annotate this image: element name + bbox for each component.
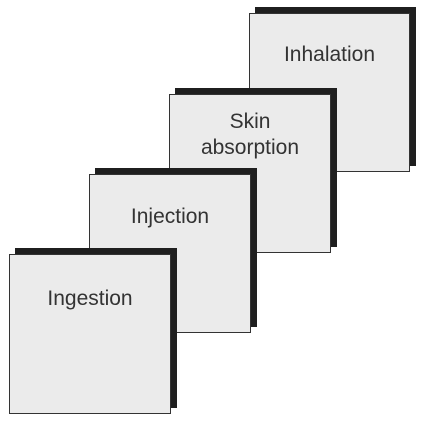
- card-label-inhalation: Inhalation: [283, 43, 376, 66]
- card-label-skin-absorption: Skin absorption: [200, 110, 300, 159]
- card-ingestion: Ingestion: [9, 254, 171, 414]
- card-label-injection: Injection: [130, 205, 210, 228]
- card-label-ingestion: Ingestion: [47, 287, 133, 310]
